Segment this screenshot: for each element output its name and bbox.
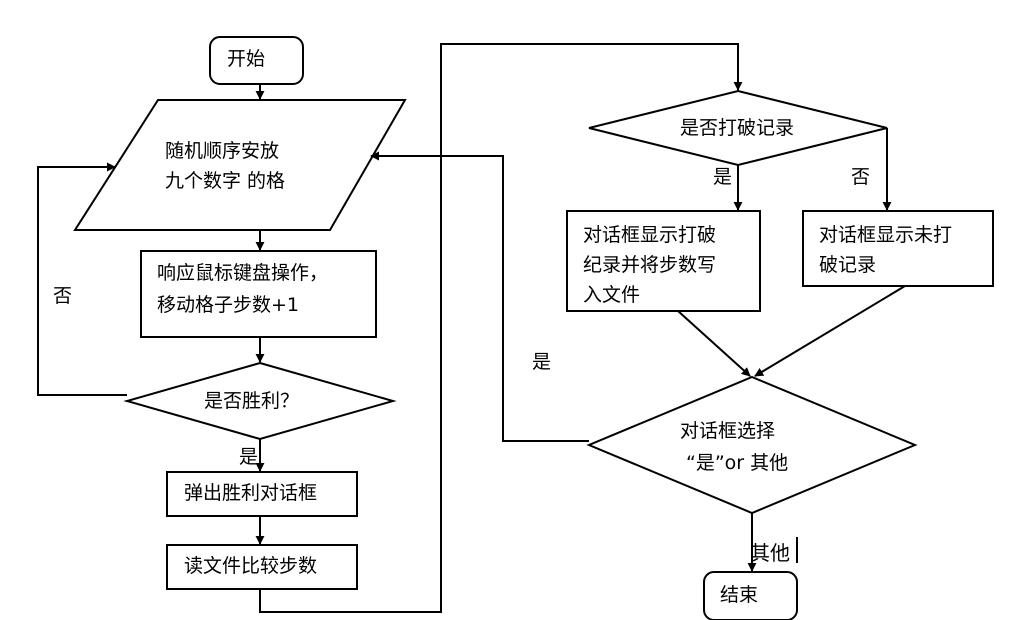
- win-dialog-label: 弹出胜利对话框: [184, 482, 318, 504]
- broke-record-node-shape: [566, 210, 761, 312]
- edge-broke-to-choose: [677, 310, 751, 377]
- edge-label-choose-other: 其他: [750, 541, 790, 565]
- notbroke-label-line2: 破记录: [819, 254, 877, 276]
- edge-read-to-record-check: [259, 43, 743, 613]
- edge-label-record-yes: 是: [713, 166, 733, 188]
- respond-label-line2: 移动格子步数+1: [157, 294, 300, 316]
- read-compare-node-shape: [166, 544, 358, 590]
- win-dialog-node-shape: [166, 471, 358, 517]
- respond-node-shape: [140, 250, 377, 338]
- record-check-label: 是否打破记录: [680, 117, 795, 139]
- edge-label-choose-yes: 是: [532, 351, 552, 373]
- start-node-shape: [209, 36, 304, 85]
- respond-label-line1: 响应鼠标键盘操作，: [157, 262, 329, 284]
- edge-label-record-no: 否: [851, 166, 871, 188]
- place-label-line2: 九个数字 的格: [165, 170, 286, 192]
- place-label-line1: 随机顺序安放: [165, 140, 280, 162]
- notbroke-label-line1: 对话框显示未打: [819, 224, 953, 246]
- edge-choose-yes-loop: [370, 151, 589, 442]
- end-label: 结束: [720, 584, 759, 606]
- broke-label-line3: 入文件: [583, 284, 641, 306]
- edge-win-no-loop: [37, 162, 127, 396]
- choose-label-line2: “是”or 其他: [686, 452, 789, 474]
- edge-label-win-no: 否: [53, 285, 73, 307]
- read-compare-label: 读文件比较步数: [184, 555, 318, 577]
- place-numbers-node-shape: [73, 99, 407, 231]
- broke-label-line1: 对话框显示打破: [583, 224, 717, 246]
- edge-label-win-yes: 是: [239, 446, 259, 468]
- not-broke-node-shape: [802, 210, 994, 287]
- broke-label-line2: 纪录并将步数写: [583, 254, 717, 276]
- choose-label-line1: 对话框选择: [680, 420, 776, 442]
- end-node-shape: [703, 571, 798, 620]
- edge-notbroke-to-choose: [754, 285, 906, 377]
- win-check-label: 是否胜利？: [204, 390, 300, 412]
- start-label: 开始: [227, 48, 266, 70]
